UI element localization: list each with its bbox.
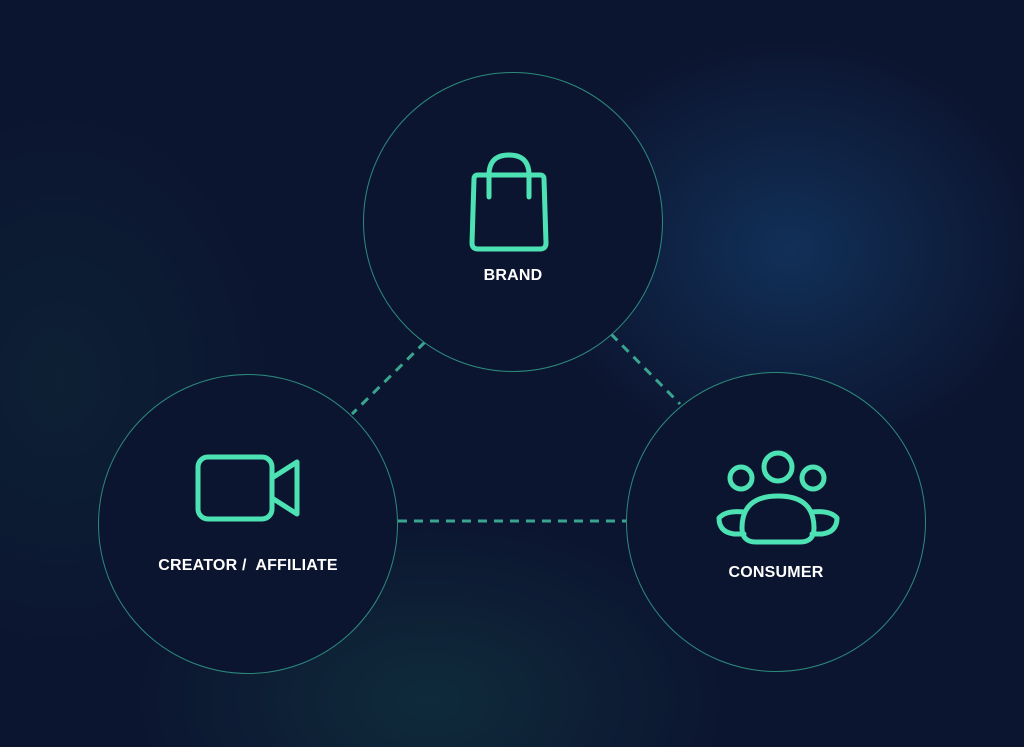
connector-brand-creator <box>350 340 427 416</box>
users-group-icon <box>716 450 840 545</box>
connector-brand-consumer <box>609 332 682 406</box>
creator-affiliate-label: CREATOR / AFFILIATE <box>158 557 338 574</box>
consumer-label: CONSUMER <box>728 564 824 581</box>
brand-label: BRAND <box>483 267 543 284</box>
consumer-node: CONSUMER <box>626 372 926 672</box>
brand-node: BRAND <box>363 72 663 372</box>
video-camera-icon <box>195 454 300 522</box>
creator-affiliate-node: CREATOR / AFFILIATE <box>98 374 398 674</box>
shopping-bag-icon <box>469 152 549 252</box>
